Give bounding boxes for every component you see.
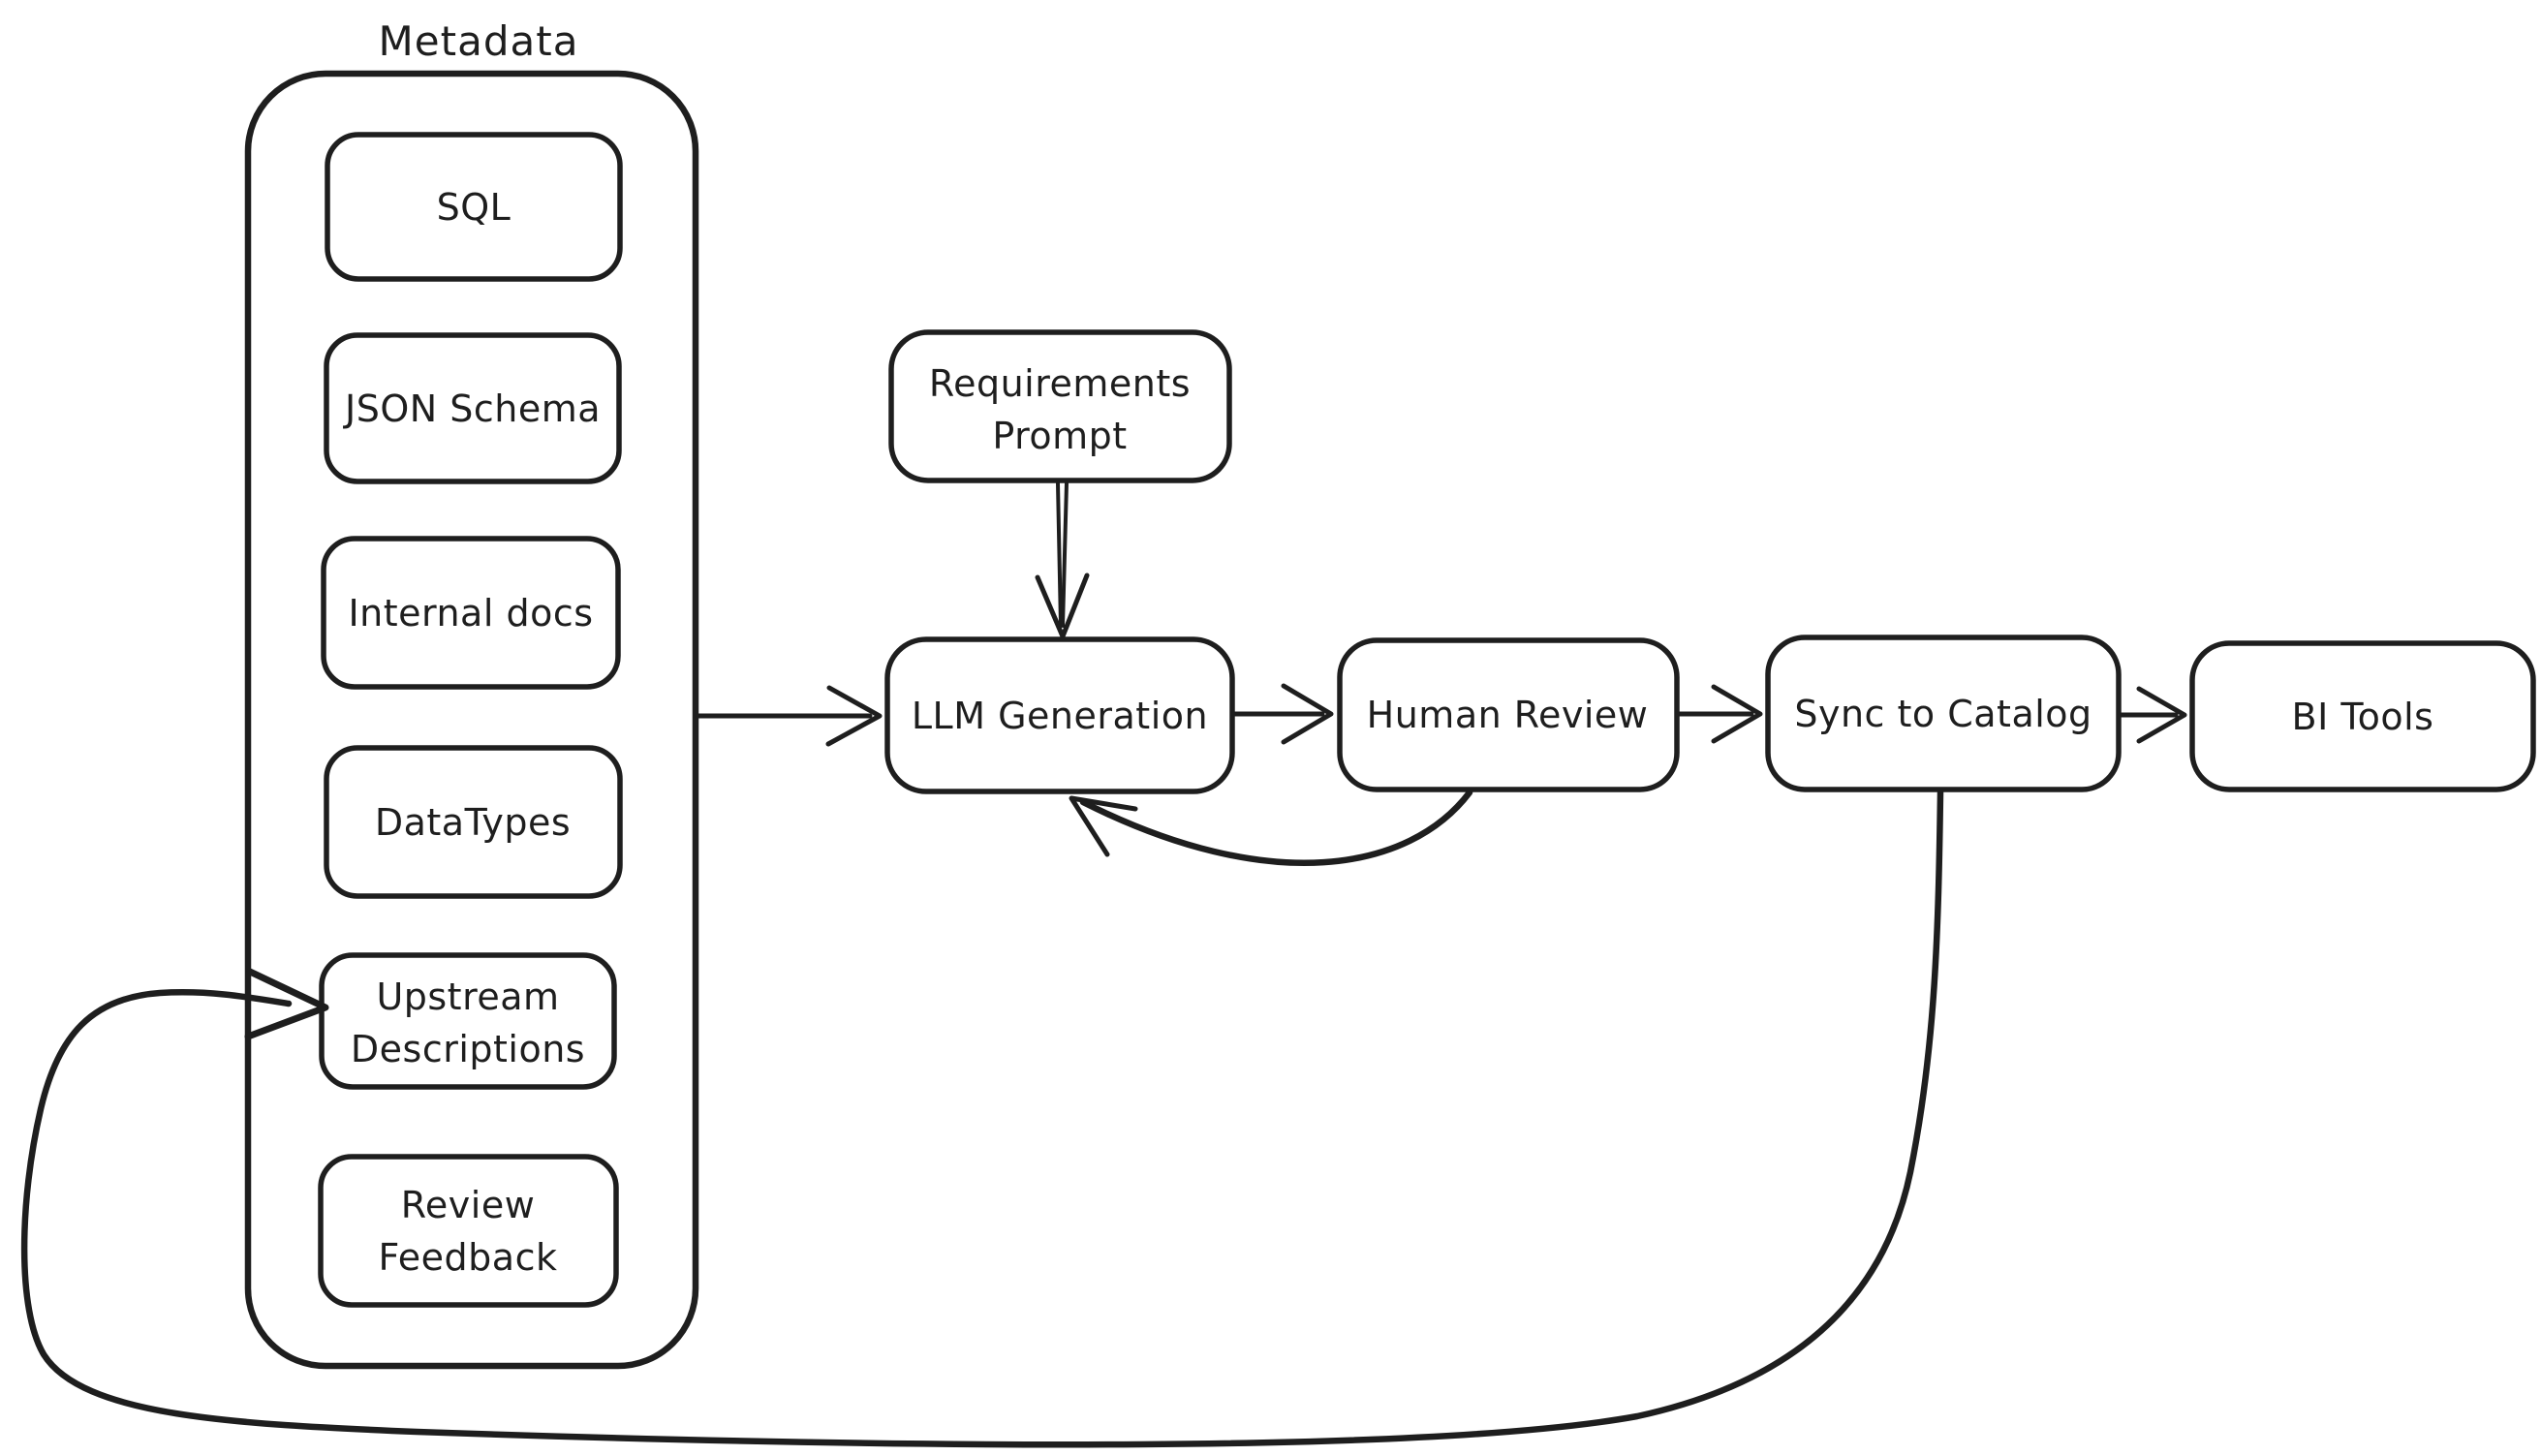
metadata-container-box (244, 70, 699, 1370)
node-sync-to-catalog: Sync to Catalog (1765, 635, 2122, 792)
node-bi-tools: BI Tools (2189, 640, 2536, 792)
node-upstream-descriptions: Upstream Descriptions (319, 952, 617, 1090)
node-json-schema: JSON Schema (324, 332, 622, 484)
node-llm-generation: LLM Generation (884, 636, 1235, 794)
edge-llm-to-human (1231, 683, 1334, 745)
edge-human-feedback-to-llm-arrowhead (1069, 795, 1138, 857)
requirements-prompt-label-line1: Requirements (929, 362, 1191, 405)
review-feedback-label-line1: Review (401, 1184, 536, 1226)
datatypes-label: DataTypes (375, 801, 571, 844)
review-feedback-label-line2: Feedback (379, 1236, 558, 1279)
bi-tools-box (2189, 640, 2536, 792)
sql-label: SQL (437, 186, 511, 229)
requirements-prompt-label-line2: Prompt (992, 415, 1127, 457)
llm-generation-label: LLM Generation (912, 695, 1208, 737)
node-datatypes: DataTypes (324, 745, 623, 899)
sql-box (325, 132, 623, 282)
node-requirements-prompt: Requirements Prompt (888, 329, 1232, 483)
requirements-prompt-box (888, 329, 1232, 483)
edge-sync-to-bi-arrowhead (2136, 686, 2187, 744)
edge-sync-loop-to-upstream (20, 789, 1944, 1448)
edge-human-to-sync-arrowhead (1711, 684, 1763, 744)
edge-metadata-to-llm (693, 685, 883, 747)
edge-human-feedback-to-llm (1069, 789, 1473, 867)
datatypes-box (324, 745, 623, 899)
internal-docs-box (321, 536, 621, 690)
bi-tools-label: BI Tools (2292, 696, 2434, 738)
sync-to-catalog-label: Sync to Catalog (1794, 693, 2092, 735)
upstream-descriptions-label-line1: Upstream (376, 976, 559, 1018)
upstream-descriptions-box (319, 952, 617, 1090)
edge-human-feedback-to-llm-curve (1079, 789, 1473, 867)
json-schema-box (324, 332, 622, 484)
json-schema-label: JSON Schema (343, 387, 601, 430)
edge-sync-loop-to-upstream-curve (20, 789, 1944, 1448)
edge-requirements-to-llm-arrowhead (1035, 573, 1090, 639)
edge-sync-to-bi (2118, 686, 2187, 744)
metadata-group: Metadata SQL JSON Schema Internal docs D… (244, 17, 699, 1370)
human-review-label: Human Review (1367, 694, 1649, 736)
metadata-group-title: Metadata (379, 17, 579, 65)
internal-docs-label: Internal docs (348, 592, 593, 635)
edge-requirements-to-llm-line-b (1061, 481, 1069, 628)
node-sql: SQL (325, 132, 623, 282)
review-feedback-box (318, 1154, 619, 1308)
node-internal-docs: Internal docs (321, 536, 621, 690)
edge-sync-loop-to-upstream-arrowhead (244, 968, 329, 1040)
edge-human-to-sync (1675, 684, 1763, 744)
edge-llm-to-human-arrowhead (1281, 683, 1334, 745)
edge-requirements-to-llm-line-a (1056, 481, 1063, 628)
edge-metadata-to-llm-arrowhead (825, 685, 883, 747)
upstream-descriptions-label-line2: Descriptions (351, 1028, 585, 1070)
edge-requirements-to-llm (1035, 481, 1090, 639)
node-review-feedback: Review Feedback (318, 1154, 619, 1308)
node-human-review: Human Review (1337, 637, 1680, 792)
